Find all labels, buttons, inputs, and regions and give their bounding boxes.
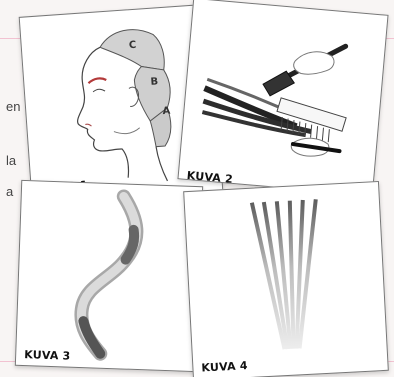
curved-strand-illustration — [16, 181, 202, 371]
jawline — [114, 128, 140, 135]
zone-c-label: C — [129, 40, 137, 51]
eye — [93, 89, 105, 92]
page-text-fragment: en — [6, 100, 20, 113]
page-text-fragment: a — [6, 185, 13, 198]
hand-upper — [293, 50, 335, 77]
card-kuva-2: KUVA 2 — [177, 0, 388, 196]
zone-a-label: A — [162, 106, 171, 118]
neck-back — [156, 146, 167, 182]
lips — [85, 124, 91, 127]
brush-comb-illustration — [179, 0, 388, 195]
eyebrow — [88, 78, 106, 83]
page-text-fragment: la — [6, 154, 16, 167]
card-kuva-3: KUVA 3 — [15, 180, 203, 372]
head-outline — [73, 46, 130, 181]
dark-segment-bottom — [82, 321, 101, 354]
card-label: KUVA 4 — [201, 359, 248, 374]
fan-strands-illustration — [184, 182, 388, 377]
zone-b-label: B — [150, 76, 158, 88]
card-label: KUVA 3 — [24, 348, 71, 363]
card-kuva-4: KUVA 4 — [183, 181, 389, 377]
